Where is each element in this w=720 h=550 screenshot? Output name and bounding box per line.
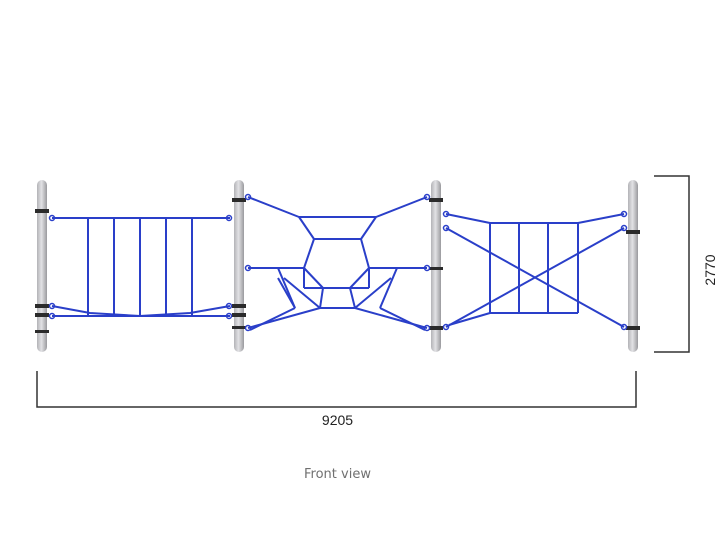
post-4 <box>626 180 640 352</box>
panel-2-rope-net <box>244 193 431 332</box>
post-1 <box>35 180 49 352</box>
post-3 <box>429 180 443 352</box>
post-2 <box>232 180 246 352</box>
height-dimension-label: 2770 <box>702 254 718 286</box>
width-dimension-line <box>36 371 637 408</box>
width-dimension-label: 9205 <box>321 412 354 428</box>
posts <box>35 180 640 352</box>
height-dimension-line <box>654 175 690 353</box>
view-caption: Front view <box>304 467 371 482</box>
panel-1-rope-bridge <box>48 214 233 320</box>
panel-3-cross-ladder <box>442 210 628 331</box>
